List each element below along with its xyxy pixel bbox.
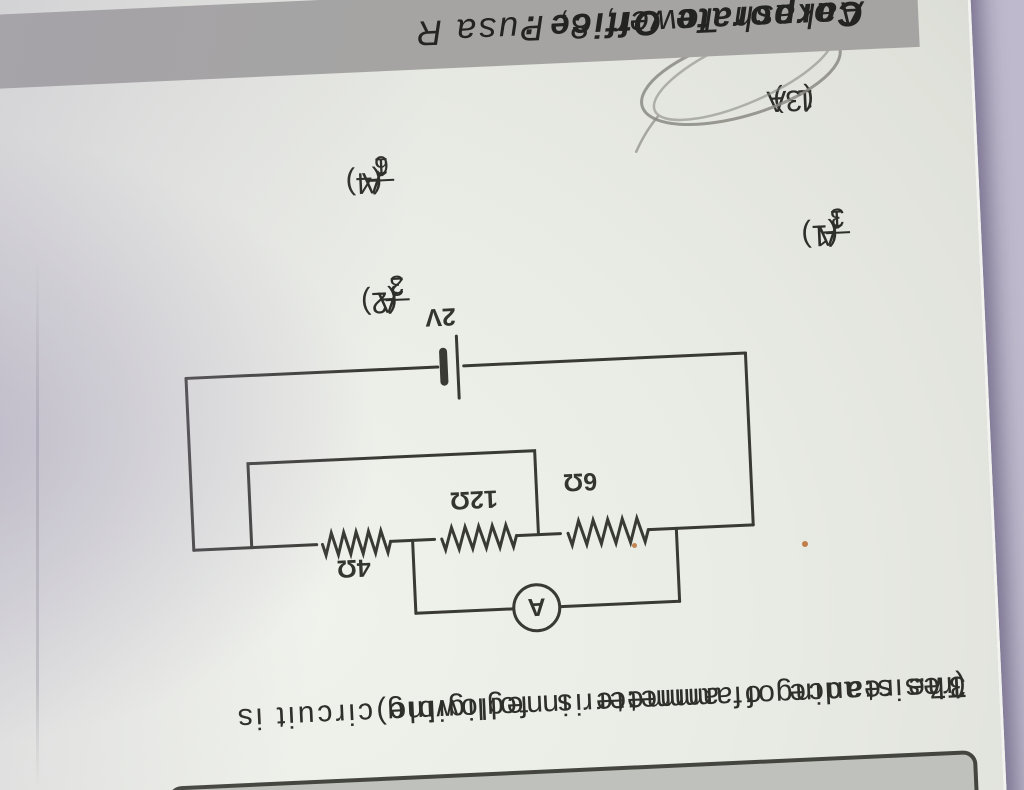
- ammeter-label: A: [527, 592, 546, 621]
- footer-address: Aakash Tower, 8, Pusa R: [413, 0, 865, 53]
- cutoff-section-box: [167, 749, 983, 790]
- option-2-unit: A: [376, 284, 399, 319]
- battery-short-plate: [439, 347, 449, 386]
- battery-long-plate: [454, 334, 461, 400]
- battery-label: 2V: [424, 302, 456, 331]
- label-6ohm: 6Ω: [563, 467, 598, 497]
- circuit-diagram: A 6Ω 12Ω 4Ω 2V: [175, 275, 760, 650]
- resistor-6ohm: [566, 512, 650, 551]
- label-4ohm: 4Ω: [336, 553, 371, 583]
- question-line-2: (resistance of ammeter is negligible): [372, 669, 967, 730]
- option-4-unit: A: [361, 165, 384, 200]
- label-12ohm: 12Ω: [449, 484, 498, 514]
- option-1-unit: A: [817, 217, 839, 252]
- resistor-4ohm: [320, 525, 393, 561]
- resistor-12ohm: [440, 520, 518, 555]
